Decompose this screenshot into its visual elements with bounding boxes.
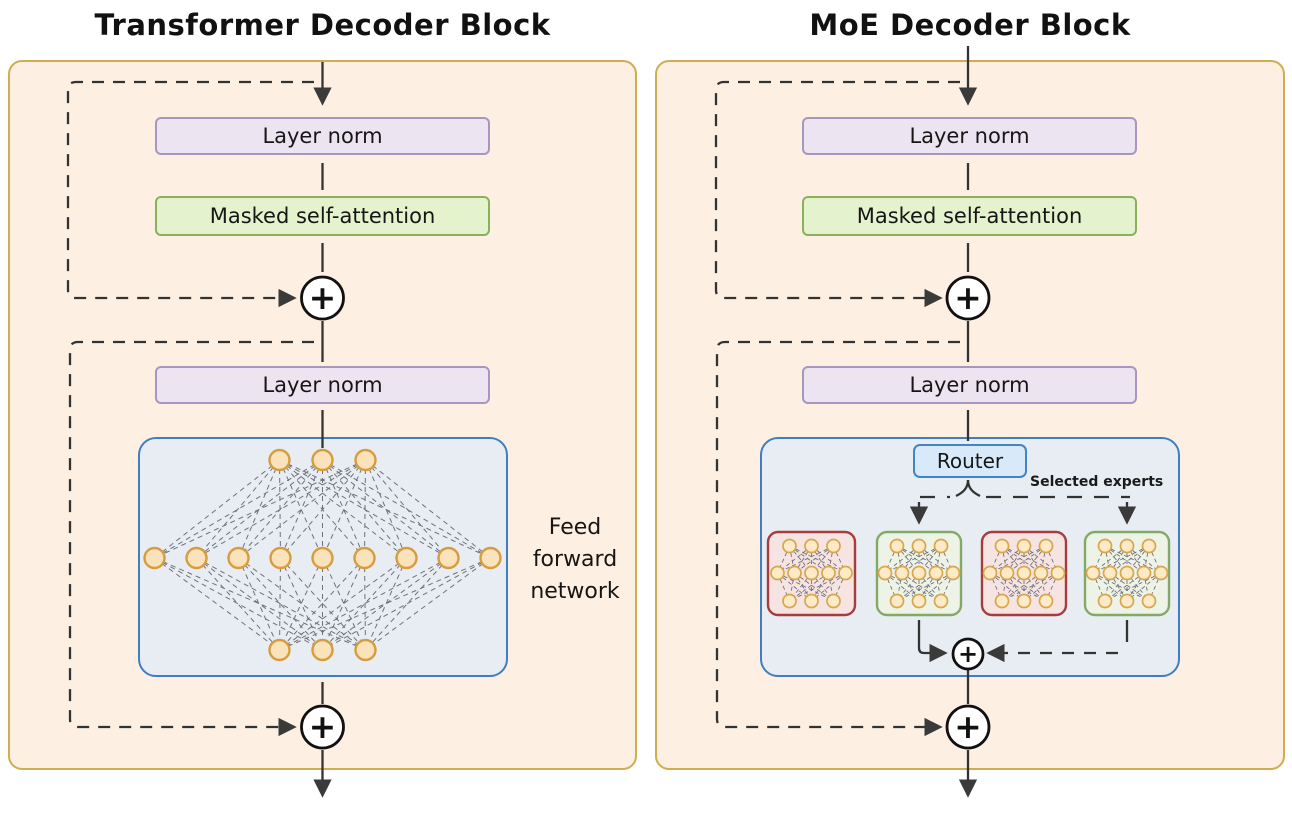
masked-self-attention-box-left: Masked self-attention xyxy=(155,196,490,236)
router-label: Router xyxy=(936,449,1004,473)
selected-experts-label: Selected experts xyxy=(1030,474,1164,490)
masked-self-attention-label: Masked self-attention xyxy=(209,204,436,228)
router-box: Router xyxy=(913,444,1027,478)
title-moe-decoder-block: MoE Decoder Block xyxy=(809,8,1131,42)
layer-norm-box-left-2: Layer norm xyxy=(155,366,490,404)
title-transformer-decoder-block: Transformer Decoder Block xyxy=(94,8,551,42)
layer-norm-label: Layer norm xyxy=(262,124,383,148)
layer-norm-label: Layer norm xyxy=(909,373,1030,397)
feed-forward-network-box xyxy=(138,437,508,677)
layer-norm-label: Layer norm xyxy=(909,124,1030,148)
feed-forward-network-label: Feed forward network xyxy=(530,515,620,604)
masked-self-attention-label: Masked self-attention xyxy=(856,204,1083,228)
layer-norm-box-right-2: Layer norm xyxy=(802,366,1137,404)
masked-self-attention-box-right: Masked self-attention xyxy=(802,196,1137,236)
layer-norm-label: Layer norm xyxy=(262,373,383,397)
layer-norm-box-left-1: Layer norm xyxy=(155,117,490,155)
layer-norm-box-right-1: Layer norm xyxy=(802,117,1137,155)
